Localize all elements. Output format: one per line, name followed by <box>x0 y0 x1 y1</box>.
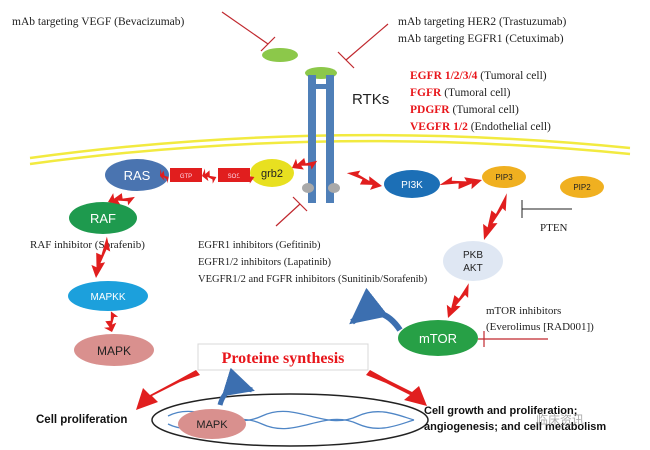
bolt-receptor-to-pi3k <box>346 170 382 190</box>
proliferation-arrow <box>136 370 200 410</box>
tk-inhibitor-line-3: VEGFR1/2 and FGFR inhibitors (Sunitinib/… <box>198 274 428 285</box>
bolt-mapkk-to-mapk <box>104 311 119 332</box>
tk-inhibitor-line-2: EGFR1/2 inhibitors (Lapatinib) <box>198 257 331 268</box>
pip2-label: PIP2 <box>573 183 591 192</box>
mapkk-label: MAPKK <box>90 292 125 303</box>
tk-inhibition-line <box>275 196 308 227</box>
raf-inhibitor-label: RAF inhibitor (Sorafenib) <box>30 239 145 251</box>
growth-arrow <box>366 370 427 406</box>
pi3k-label: PI3K <box>401 180 423 191</box>
bolt-grb2-to-sos <box>238 168 255 184</box>
bolt-sos-to-gtp <box>202 168 217 184</box>
protein-synthesis-label: Proteine synthesis <box>222 350 345 367</box>
mtor-inhibitor-label: mTOR inhibitors <box>486 305 561 317</box>
nucleus-feedback-arrow <box>217 367 255 406</box>
rtks-label: RTKs <box>352 91 389 108</box>
mtor-feedback-arrow <box>349 287 403 332</box>
pip3-node <box>482 166 526 188</box>
receptor-tyrosine-kinase <box>302 67 340 203</box>
cell-proliferation-label: Cell proliferation <box>36 414 127 426</box>
pi3k-node <box>384 170 440 198</box>
grb2-label: grb2 <box>261 168 283 180</box>
gtp-box <box>170 168 202 182</box>
mapk-nucleus-node <box>178 409 246 439</box>
gtp-label: GTP <box>180 174 192 180</box>
akt-label: AKT <box>463 263 482 274</box>
vegf-inhibition-line <box>221 11 276 52</box>
ras-node <box>105 159 169 191</box>
raf-node <box>69 202 137 234</box>
raf-label: RAF <box>90 211 116 226</box>
vegf-ligand <box>262 48 298 62</box>
pten-inhibition-line <box>521 200 572 218</box>
nucleus-outline <box>151 393 429 447</box>
grb2-node <box>250 159 294 187</box>
rtk-line-3: PDGFR (Tumoral cell) <box>410 104 519 116</box>
egfr1-antibody-label: mAb targeting EGFR1 (Cetuximab) <box>398 33 564 45</box>
rtk-list: EGFR 1/2/3/4 (Tumoral cell) FGFR (Tumora… <box>410 70 551 133</box>
tk-inhibitor-line-1: EGFR1 inhibitors (Gefitinib) <box>198 240 321 251</box>
cell-growth-label-1: Cell growth and proliferation; <box>424 405 577 417</box>
mtor-inhibition-line <box>478 331 548 347</box>
sos-label: SOS <box>228 174 241 180</box>
pip3-label: PIP3 <box>495 173 513 182</box>
pten-label: PTEN <box>540 222 568 234</box>
bolt-ras-to-raf <box>108 193 135 206</box>
mapkk-node <box>68 281 148 311</box>
pip2-node <box>560 176 604 198</box>
rtk-line-2: FGFR (Tumoral cell) <box>410 87 511 99</box>
bolt-gtp-to-ras <box>160 168 169 184</box>
pkb-label: PKB <box>463 250 483 261</box>
mapk-node <box>74 334 154 366</box>
vegf-antibody-label: mAb targeting VEGF (Bevacizumab) <box>12 16 185 28</box>
mtor-label: mTOR <box>419 331 457 346</box>
signal-arrows <box>91 158 507 332</box>
mapk-nucleus-label: MAPK <box>196 419 228 431</box>
her2-antibody-label: mAb targeting HER2 (Trastuzumab) <box>398 16 566 28</box>
bolt-pi3k-to-pip3 <box>439 176 482 190</box>
rtk-line-1: EGFR 1/2/3/4 (Tumoral cell) <box>410 70 547 82</box>
bolt-receptor-to-grb2 <box>292 158 318 170</box>
rtk-line-4: VEGFR 1/2 (Endothelial cell) <box>410 121 551 133</box>
protein-synthesis-box <box>197 343 369 371</box>
bolt-raf-to-mapkk <box>91 236 111 278</box>
mapk-label: MAPK <box>97 344 131 358</box>
mtor-inhibitor-drug: (Everolimus [RAD001]) <box>486 321 594 333</box>
mtor-node <box>398 320 478 356</box>
cell-growth-label-2: angiogenesis; and cell metabolism <box>424 421 606 433</box>
pkb-akt-node <box>443 241 503 281</box>
bolt-pip3-to-pkb <box>483 193 507 240</box>
bolt-pkb-to-mtor <box>446 283 469 318</box>
rtk-antibody-inhibition-line <box>337 23 389 69</box>
watermark-text: 临床资讯 <box>536 413 584 427</box>
ras-label: RAS <box>124 168 151 183</box>
